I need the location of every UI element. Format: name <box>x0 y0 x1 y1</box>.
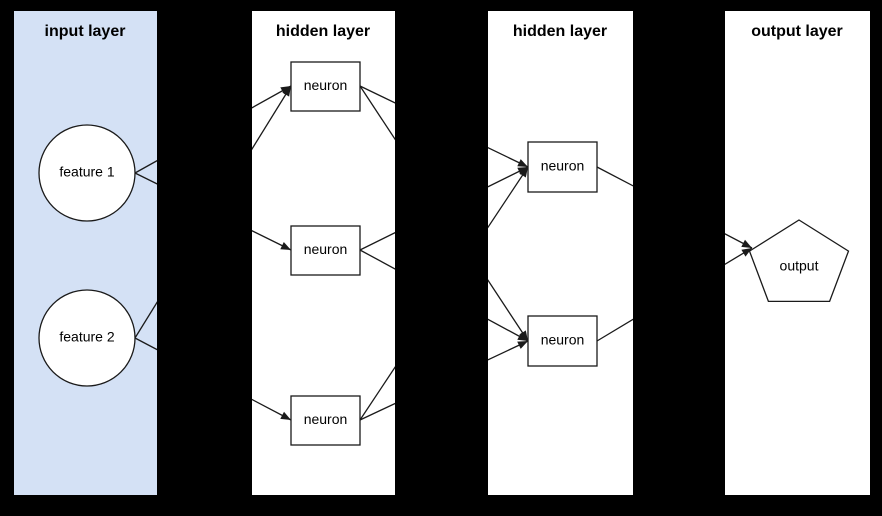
node-shape-rect <box>290 225 361 276</box>
node-label-feature-1: feature 1 <box>59 164 114 180</box>
edge-arrowhead <box>517 159 528 167</box>
node-hidden1-neuron-1[interactable]: neuron <box>290 61 361 112</box>
edge-arrowhead <box>280 411 291 420</box>
panel-input-layer <box>14 11 157 495</box>
edge-arrowhead <box>280 242 291 250</box>
node-shape-rect <box>290 395 361 446</box>
layer-title-output-layer: output layer <box>751 23 843 40</box>
node-label-hidden2-neuron-2: neuron <box>541 332 585 348</box>
node-feature-1[interactable]: feature 1 <box>38 124 136 222</box>
node-hidden1-neuron-3[interactable]: neuron <box>290 395 361 446</box>
node-label-feature-2: feature 2 <box>59 329 114 345</box>
panel-hidden-layer-2 <box>488 11 633 495</box>
node-label-hidden1-neuron-3: neuron <box>304 411 348 427</box>
layer-title-hidden-layer-2: hidden layer <box>513 23 607 40</box>
node-label-hidden2-neuron-1: neuron <box>541 158 585 174</box>
node-output-node[interactable]: output <box>748 219 850 303</box>
node-feature-2[interactable]: feature 2 <box>38 289 136 387</box>
layer-titles: input layer hidden layer hidden layer outpu… <box>45 23 843 40</box>
edge-arrowhead <box>519 167 528 178</box>
edge-arrowhead <box>517 332 528 341</box>
node-label-output-node: output <box>780 258 819 274</box>
layer-title-hidden-layer-1: hidden layer <box>276 23 370 40</box>
edge-arrowhead <box>519 330 528 341</box>
node-shape-pentagon <box>748 219 850 303</box>
node-shape-rect <box>527 315 598 367</box>
node-shape-rect <box>527 141 598 193</box>
edge-arrowhead <box>741 239 752 248</box>
edge-arrowhead <box>282 86 291 97</box>
layer-title-input-layer: input layer <box>45 23 126 40</box>
node-shape-circle <box>38 124 136 222</box>
layer-nodes: feature 1 feature 2 neuron neuron neuron neur… <box>38 61 850 446</box>
node-shape-rect <box>290 61 361 112</box>
node-label-hidden1-neuron-2: neuron <box>304 241 348 257</box>
node-shape-circle <box>38 289 136 387</box>
node-hidden2-neuron-1[interactable]: neuron <box>527 141 598 193</box>
node-hidden1-neuron-2[interactable]: neuron <box>290 225 361 276</box>
node-hidden2-neuron-2[interactable]: neuron <box>527 315 598 367</box>
node-label-hidden1-neuron-1: neuron <box>304 77 348 93</box>
edge-arrowhead <box>517 341 528 349</box>
edge-arrowhead <box>741 248 752 257</box>
